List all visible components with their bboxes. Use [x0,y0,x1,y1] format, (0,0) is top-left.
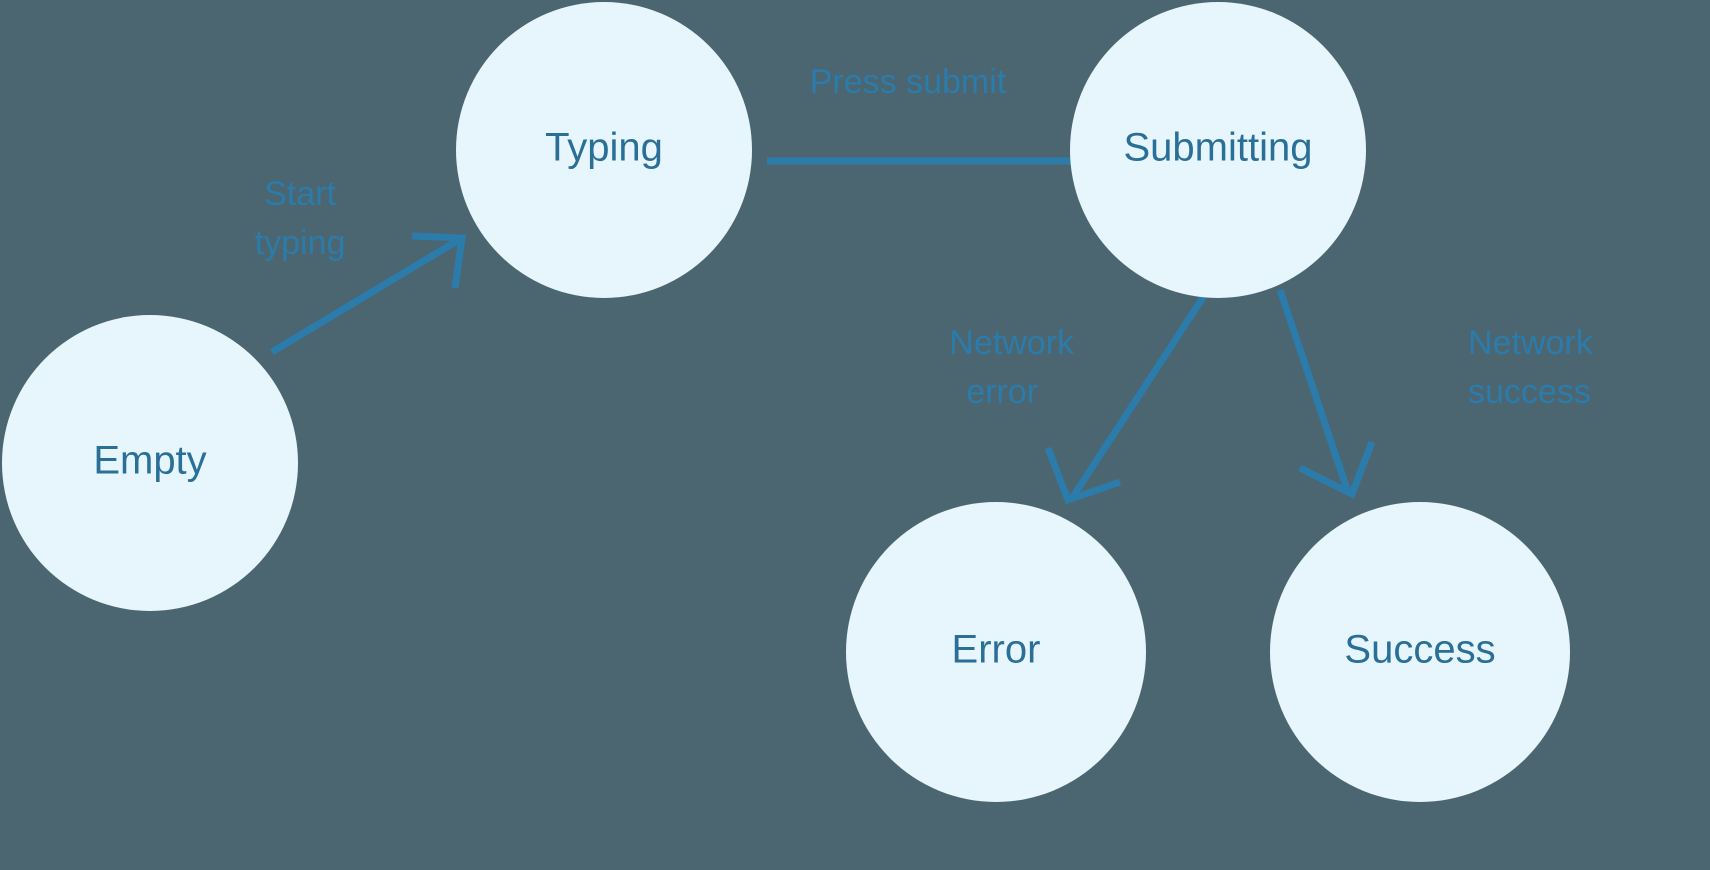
edge-start-typing-line [270,234,464,356]
state-circle-error[interactable] [846,502,1146,802]
state-node-submitting[interactable]: Submitting [1070,2,1366,298]
edge-label-network-success-line2: success [1468,373,1591,411]
state-label-typing: Typing [545,126,663,170]
state-label-success: Success [1344,628,1495,672]
edge-label-network-success: Network success [1468,324,1594,411]
edge-label-network-error: Network error [949,324,1075,411]
edge-start-typing [270,232,467,356]
edge-network-success [1276,288,1376,499]
edge-label-network-error-line2: error [966,373,1038,411]
state-node-success[interactable]: Success [1270,502,1570,802]
state-node-typing[interactable]: Typing [456,2,752,298]
edge-network-error-line [1069,294,1207,500]
edge-label-start-typing: Start typing [255,175,346,262]
edge-start-typing-arrowhead [411,232,467,289]
state-circle-submitting[interactable] [1070,2,1366,298]
edge-network-error [1044,294,1207,505]
edge-network-error-arrowhead [1044,446,1122,505]
state-circle-empty[interactable] [2,315,298,611]
state-label-submitting: Submitting [1124,126,1313,170]
edge-label-press-submit: Press submit [810,63,1007,101]
edge-label-start-typing-line1: Start [264,175,336,213]
edge-network-success-arrowhead [1298,440,1376,499]
state-circle-success[interactable] [1270,502,1570,802]
state-circle-typing[interactable] [456,2,752,298]
state-node-empty[interactable]: Empty [2,315,298,611]
edge-network-success-line [1276,288,1352,494]
edge-label-network-error-line1: Network [949,324,1075,362]
edge-label-start-typing-line2: typing [255,224,346,262]
edge-label-press-submit-line1: Press submit [810,63,1007,101]
state-label-empty: Empty [93,439,206,483]
state-node-error[interactable]: Error [846,502,1146,802]
state-label-error: Error [952,628,1041,672]
edge-label-network-success-line1: Network [1468,324,1594,362]
